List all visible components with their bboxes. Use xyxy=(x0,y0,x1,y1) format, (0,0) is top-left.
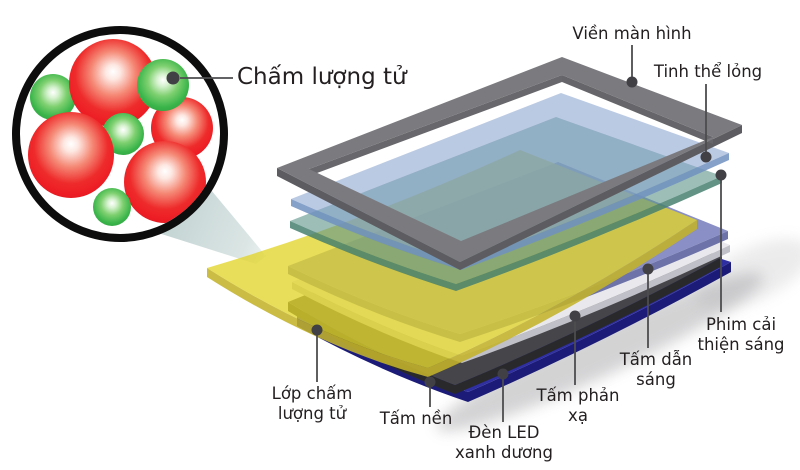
label-line: lượng tử xyxy=(277,404,347,423)
label-line: sáng xyxy=(636,370,676,389)
leader-dot-phim-cai-thien-sang xyxy=(715,169,727,181)
quantum-dot-red xyxy=(69,39,157,127)
leader-dot-vien-man-hinh xyxy=(626,76,638,88)
label-line: xạ xyxy=(568,406,588,425)
callout-dots xyxy=(166,71,727,388)
leader-dot-tam-phan-xa xyxy=(569,310,581,322)
label-cham-luong-tu: Chấm lượng tử xyxy=(237,64,407,90)
quantum-dot-green xyxy=(30,74,76,120)
label-den-led-xanh-duong: Đèn LED xanh dương xyxy=(455,423,553,463)
label-tam-nen: Tấm nền xyxy=(379,409,453,428)
label-line: Tấm phản xyxy=(536,386,620,405)
label-lop-cham-luong-tu: Lớp chấm lượng tử xyxy=(272,384,353,424)
quantum-dot-red xyxy=(124,141,206,223)
callouts xyxy=(180,45,722,422)
layer-vien-man-hinh xyxy=(277,57,742,270)
quantum-dot-red xyxy=(28,112,114,198)
quantum-dot-green xyxy=(93,188,131,226)
label-line: Phim cải xyxy=(705,315,777,334)
label-tam-dan-sang: Tấm dẫn sáng xyxy=(620,350,693,390)
stack-shadow xyxy=(436,238,800,432)
leader-dot-tinh-the-long xyxy=(700,151,712,163)
leader-dot-lop-cham-luong-tu xyxy=(311,324,323,336)
label-line: xanh dương xyxy=(455,443,553,462)
label-tinh-the-long: Tinh thể lỏng xyxy=(653,62,763,81)
quantum-dot-green xyxy=(137,59,189,111)
label-phim-cai-thien-sang: Phim cải thiện sáng xyxy=(697,315,784,355)
leader-dot-tam-dan-sang xyxy=(642,263,654,275)
label-tam-phan-xa: Tấm phản xạ xyxy=(536,386,619,426)
leader-dot-den-led xyxy=(497,368,509,380)
magnifier-cone xyxy=(152,184,266,264)
leader-dot-cham-luong-tu xyxy=(166,71,180,85)
magnifier-ring xyxy=(12,26,228,242)
label-line: Đèn LED xyxy=(468,423,540,442)
leader-dot-tam-nen xyxy=(424,376,436,388)
label-line: Tấm dẫn xyxy=(619,350,693,369)
label-line: Lớp chấm xyxy=(271,384,353,403)
label-line: thiện sáng xyxy=(697,335,785,354)
label-vien-man-hinh: Viền màn hình xyxy=(572,24,692,43)
magnifier xyxy=(12,26,228,242)
